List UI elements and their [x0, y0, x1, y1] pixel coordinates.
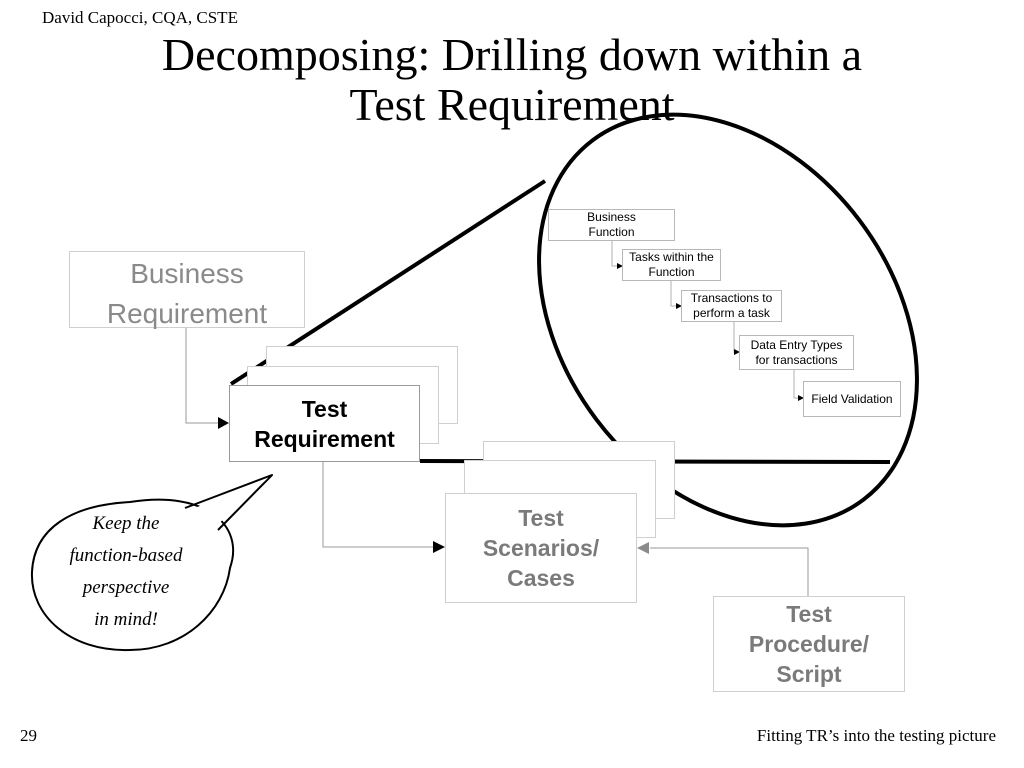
test-requirement-line-1: Test — [301, 395, 348, 422]
drilldown-4-line-1: Data Entry Types — [750, 337, 843, 352]
business-requirement-line-1: Business — [130, 258, 244, 289]
test-procedure-line-1: Test — [786, 601, 832, 627]
test-procedure-line-3: Script — [776, 661, 842, 687]
drilldown-5-line-1: Field Validation — [811, 391, 893, 406]
arrowhead-br-to-tr — [218, 417, 229, 429]
callout-line-1: Keep the — [92, 513, 160, 534]
test-scenarios-box: Test Scenarios/ Cases — [445, 493, 637, 603]
zoom-ellipse — [537, 112, 919, 528]
drilldown-3-line-2: perform a task — [693, 306, 770, 320]
drilldown-business-function: Business Function — [548, 209, 675, 241]
arrowhead-tp-to-ts — [637, 542, 649, 554]
callout-line-2: function-based — [69, 545, 183, 566]
drilldown-2-line-1: Tasks within the — [629, 250, 714, 264]
connector-br-to-tr — [185, 328, 222, 424]
drilldown-1-line-1: Business — [587, 210, 636, 224]
callout-line-4: in mind! — [94, 609, 158, 630]
footer-caption: Fitting TR’s into the testing picture — [756, 726, 996, 745]
drilldown-2-line-2: Function — [648, 265, 695, 279]
connector-tr-to-ts — [322, 462, 436, 548]
test-procedure-box: Test Procedure/ Script — [713, 596, 905, 692]
drilldown-3-line-1: Transactions to — [690, 291, 773, 305]
drilldown-transactions: Transactions to perform a task — [681, 290, 782, 322]
arrowhead-tr-to-ts — [433, 541, 445, 553]
test-requirement-line-2: Requirement — [254, 425, 395, 452]
drilldown-tasks-within-function: Tasks within the Function — [622, 249, 721, 281]
connector-dd-4 — [793, 370, 801, 399]
drilldown-4-line-2: for transactions — [755, 352, 838, 367]
business-requirement-line-2: Requirement — [106, 298, 268, 329]
connector-dd-2 — [670, 281, 680, 307]
callout-text: Keep the function-based perspective in m… — [40, 508, 212, 636]
connector-dd-1 — [611, 241, 621, 267]
connector-tp-to-ts — [650, 547, 809, 596]
test-procedure-line-2: Procedure/ — [748, 631, 870, 657]
test-requirement-box: Test Requirement — [229, 385, 420, 462]
page-number: 29 — [20, 726, 37, 745]
title-line-1: Decomposing: Drilling down within a — [161, 29, 863, 80]
title-line-2: Test Requirement — [349, 79, 675, 130]
slide-title: Decomposing: Drilling down within a Test… — [0, 30, 1024, 130]
connector-dd-3 — [733, 322, 737, 353]
drilldown-field-validation: Field Validation — [803, 381, 901, 417]
test-scenarios-line-1: Test — [518, 505, 564, 531]
author-label: David Capocci, CQA, CSTE — [42, 8, 238, 27]
business-requirement-box: Business Requirement — [69, 251, 305, 329]
drilldown-data-entry-types: Data Entry Types for transactions — [739, 335, 854, 370]
drilldown-1-line-2: Function — [588, 225, 635, 239]
test-scenarios-line-2: Scenarios/ — [482, 535, 600, 561]
callout-line-3: perspective — [82, 577, 170, 598]
test-scenarios-line-3: Cases — [507, 565, 575, 591]
